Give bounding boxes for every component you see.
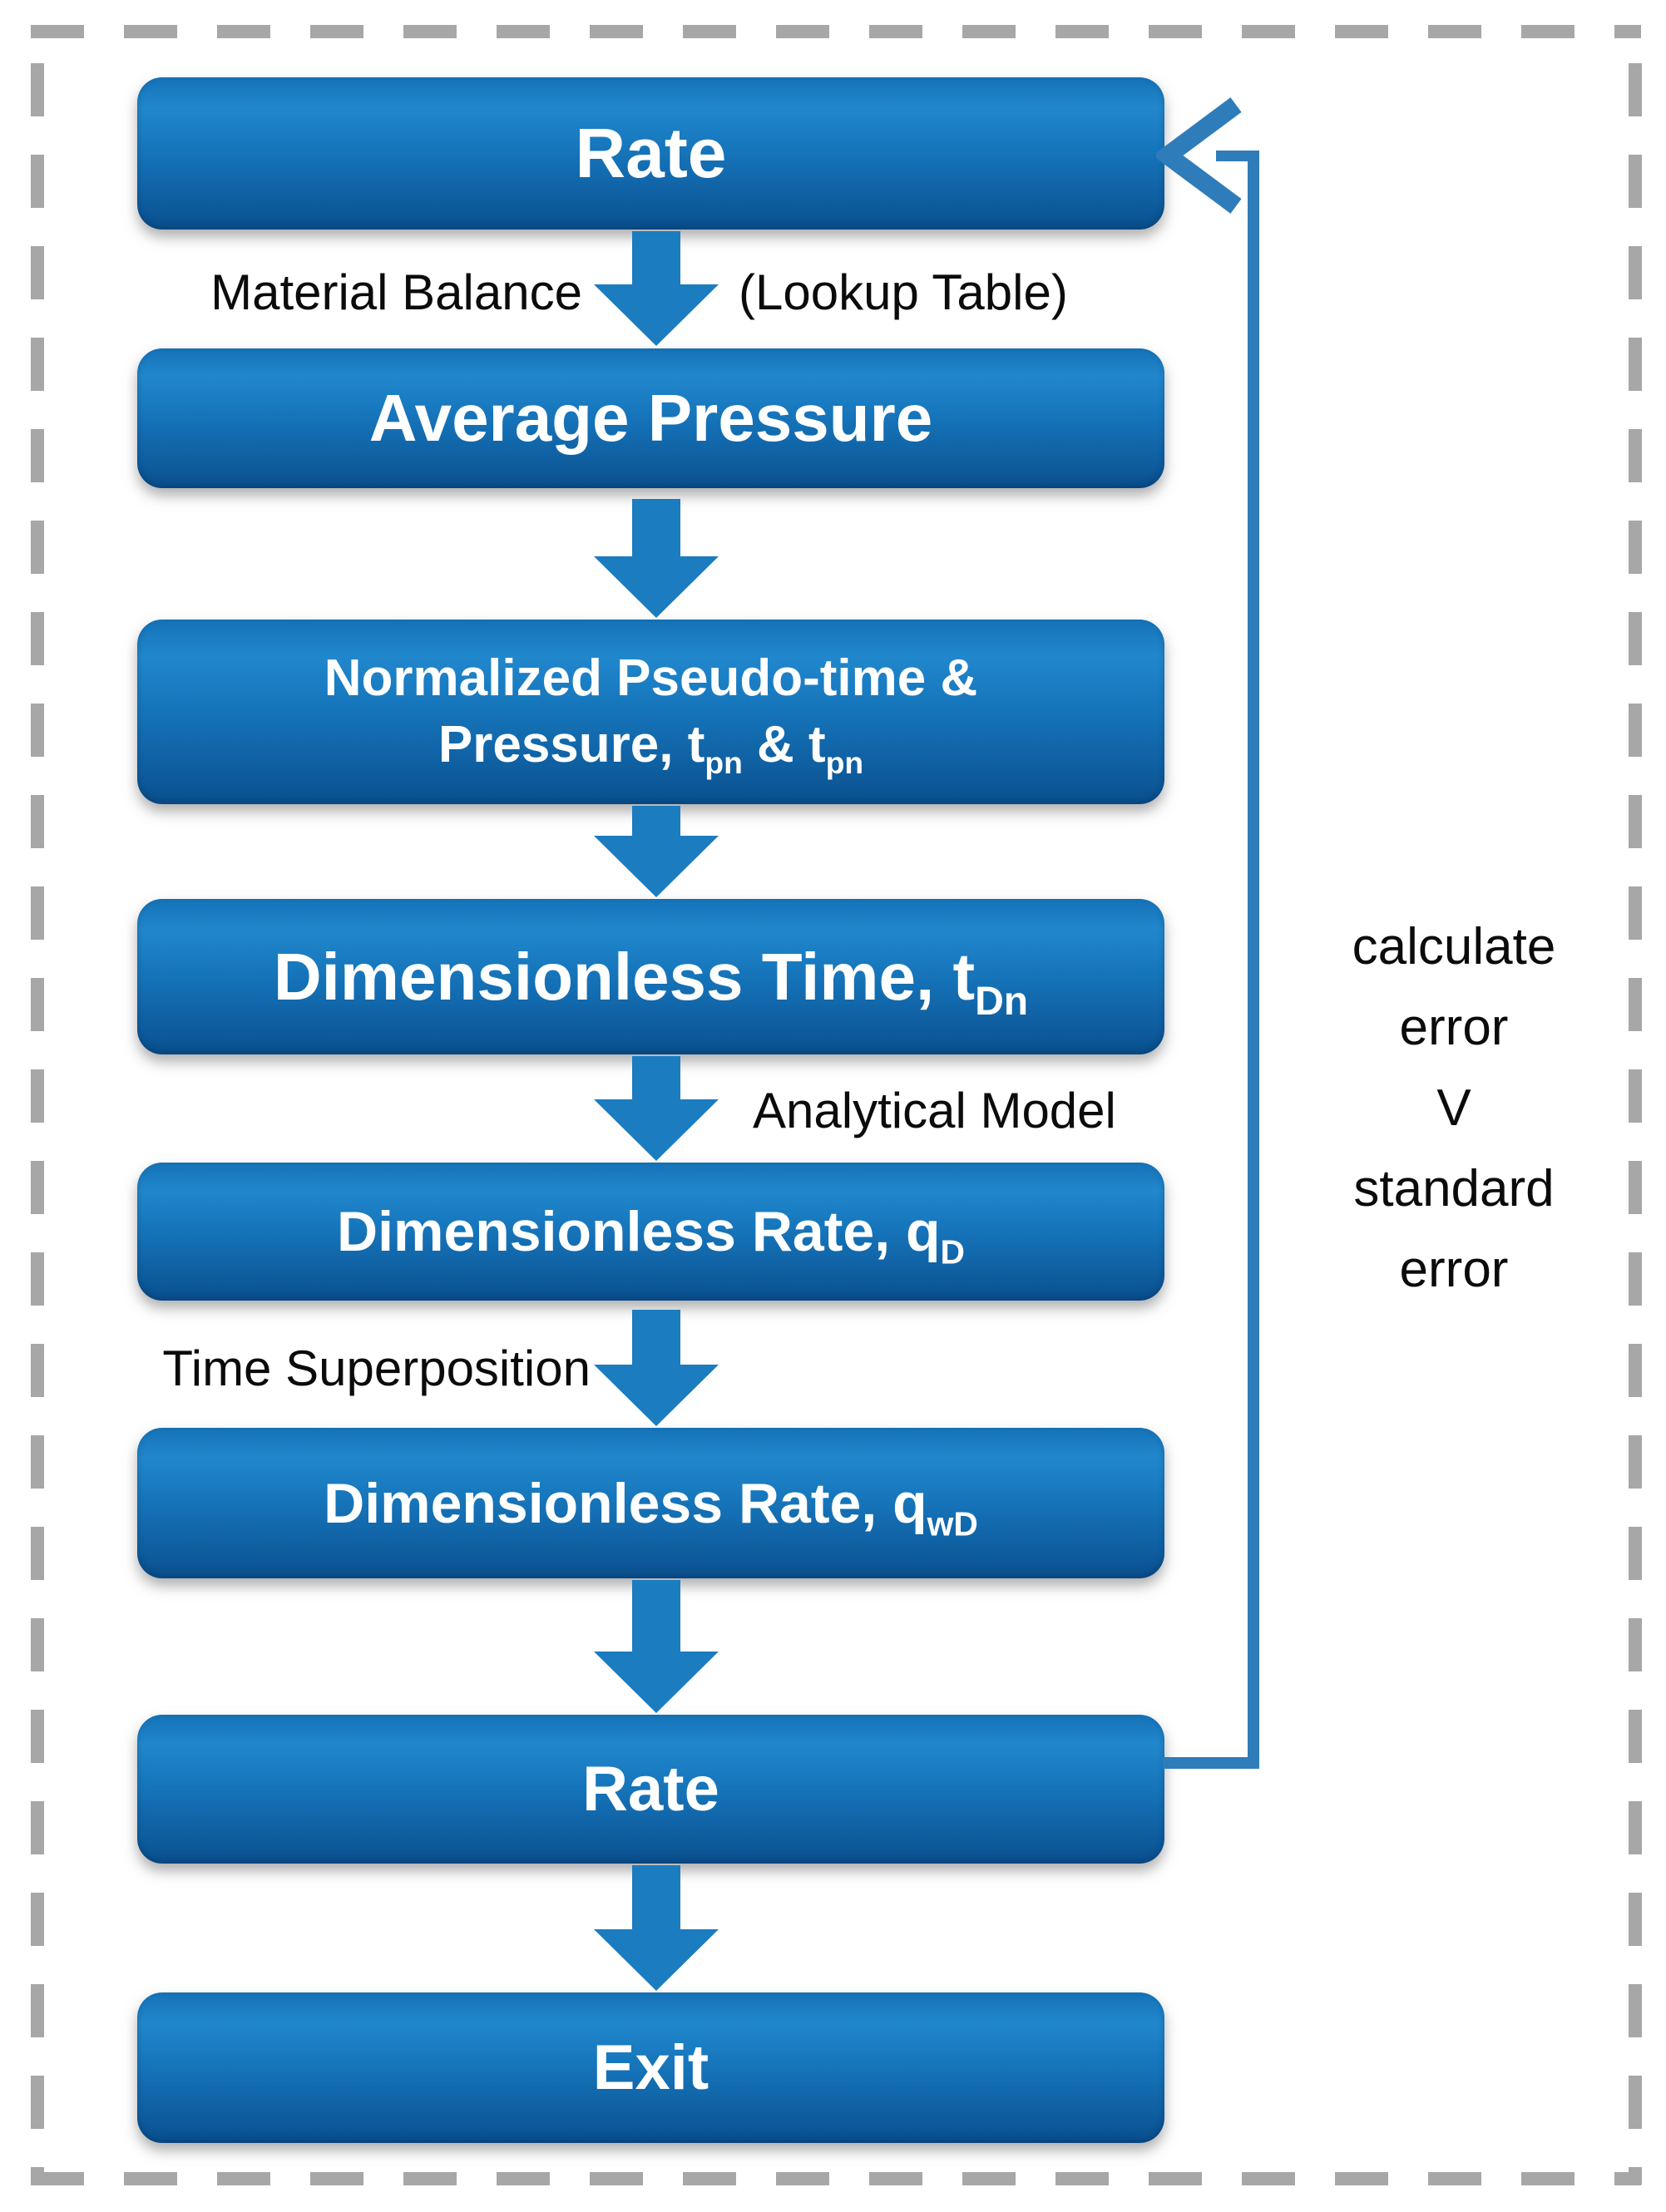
arrow-head-icon bbox=[594, 556, 719, 618]
dashed-border-top bbox=[31, 25, 1641, 38]
flow-box-rate-bottom-label: Rate bbox=[582, 1754, 719, 1824]
normalized-line2: Pressure, tpn & tpn bbox=[438, 716, 864, 781]
flow-box-rate-top: Rate bbox=[137, 77, 1164, 230]
flow-box-average-pressure-label: Average Pressure bbox=[368, 381, 933, 455]
flow-box-dimensionless-rate-qwd-label: Dimensionless Rate, qwD bbox=[324, 1471, 978, 1543]
down-arrow-7 bbox=[594, 1865, 719, 1991]
dashed-border-right bbox=[1629, 25, 1642, 2185]
edge-label-material-balance: Material Balance bbox=[210, 264, 582, 320]
loop-condition-label: calculate error V standard error bbox=[1263, 906, 1645, 1310]
arrow-head-icon bbox=[594, 1929, 719, 1991]
down-arrow-2 bbox=[594, 499, 719, 618]
down-arrow-3 bbox=[594, 806, 719, 897]
loop-condition-line5: error bbox=[1399, 1241, 1509, 1298]
down-arrow-6 bbox=[594, 1580, 719, 1713]
arrow-head-icon bbox=[594, 1099, 719, 1161]
flow-box-dimensionless-rate-qwd: Dimensionless Rate, qwD bbox=[137, 1428, 1164, 1578]
arrow-head-icon bbox=[594, 1365, 719, 1426]
down-arrow-1 bbox=[594, 231, 719, 346]
loop-condition-line3: V bbox=[1436, 1079, 1471, 1137]
flow-box-dimensionless-time-label: Dimensionless Time, tDn bbox=[273, 939, 1029, 1024]
loop-condition-line4: standard bbox=[1353, 1160, 1555, 1217]
flow-box-dimensionless-time: Dimensionless Time, tDn bbox=[137, 899, 1164, 1054]
dashed-border-left bbox=[31, 25, 44, 2185]
flow-box-dimensionless-rate-qd-label: Dimensionless Rate, qD bbox=[336, 1200, 966, 1271]
down-arrow-5 bbox=[594, 1310, 719, 1426]
arrow-head-icon bbox=[594, 836, 719, 897]
flow-box-dimensionless-rate-qd: Dimensionless Rate, qD bbox=[137, 1163, 1164, 1301]
flow-box-average-pressure: Average Pressure bbox=[137, 348, 1164, 488]
flow-box-rate-top-label: Rate bbox=[575, 114, 727, 192]
flow-box-exit: Exit bbox=[137, 1992, 1164, 2143]
feedback-line-vertical bbox=[1248, 151, 1259, 1769]
flow-box-normalized-label: Normalized Pseudo-time & Pressure, tpn &… bbox=[324, 645, 977, 778]
edge-label-lookup-table: (Lookup Table) bbox=[739, 264, 1068, 320]
flow-box-rate-bottom: Rate bbox=[137, 1715, 1164, 1864]
down-arrow-4 bbox=[594, 1056, 719, 1161]
feedback-arrowhead-icon bbox=[1156, 97, 1242, 214]
edge-label-analytical-model: Analytical Model bbox=[753, 1083, 1116, 1138]
feedback-line-bottom bbox=[1163, 1757, 1259, 1769]
dashed-border-bottom bbox=[31, 2172, 1641, 2185]
normalized-line1: Normalized Pseudo-time & bbox=[324, 649, 978, 707]
edge-label-time-superposition: Time Superposition bbox=[162, 1341, 591, 1396]
arrow-head-icon bbox=[594, 284, 719, 346]
loop-condition-line1: calculate bbox=[1352, 918, 1556, 975]
flow-box-exit-label: Exit bbox=[592, 2032, 709, 2103]
arrow-head-icon bbox=[594, 1652, 719, 1713]
flow-box-normalized-pseudo-time: Normalized Pseudo-time & Pressure, tpn &… bbox=[137, 620, 1164, 804]
loop-condition-line2: error bbox=[1399, 999, 1509, 1056]
feedback-line-top bbox=[1216, 151, 1259, 161]
